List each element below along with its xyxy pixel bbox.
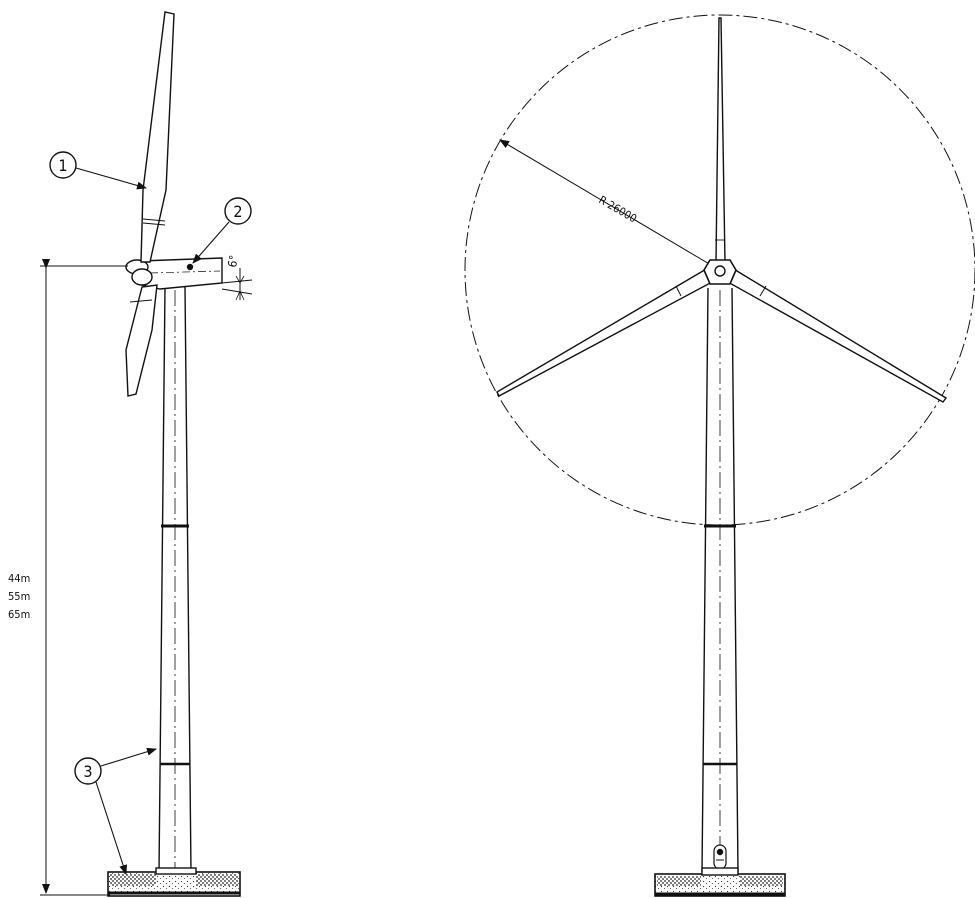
hub-height-44m: 44m <box>8 572 30 585</box>
side-view-hub <box>125 259 153 286</box>
front-view-tower <box>701 287 739 873</box>
hub-height-65m: 65m <box>8 608 30 621</box>
side-view-blade-lower <box>125 284 158 397</box>
callout-3-number: 3 <box>83 762 92 781</box>
rotor-radius-dimension <box>499 139 717 269</box>
front-view-hub <box>703 259 737 285</box>
front-view-foundation <box>654 867 786 897</box>
side-view-tower <box>158 286 192 873</box>
front-view <box>464 14 975 897</box>
callout-2-number: 2 <box>233 202 242 221</box>
side-view-foundation <box>107 867 241 897</box>
front-view-blade-right <box>725 266 948 403</box>
side-view-blade-upper <box>140 11 175 263</box>
front-view-blade-left <box>496 267 715 397</box>
tilt-angle-dimension <box>221 268 253 301</box>
side-view-nacelle <box>139 257 223 290</box>
side-view <box>40 11 253 897</box>
front-view-blade-up <box>715 17 726 263</box>
callout-3 <box>74 747 157 875</box>
callout-1-number: 1 <box>58 156 67 175</box>
callout-2 <box>192 197 252 264</box>
rotor-radius-label: R 26000 <box>597 193 639 225</box>
hub-height-55m: 55m <box>8 590 30 603</box>
hub-height-dimension <box>40 259 128 896</box>
callout-1 <box>49 151 147 190</box>
tilt-angle-label: 6° <box>225 254 241 269</box>
